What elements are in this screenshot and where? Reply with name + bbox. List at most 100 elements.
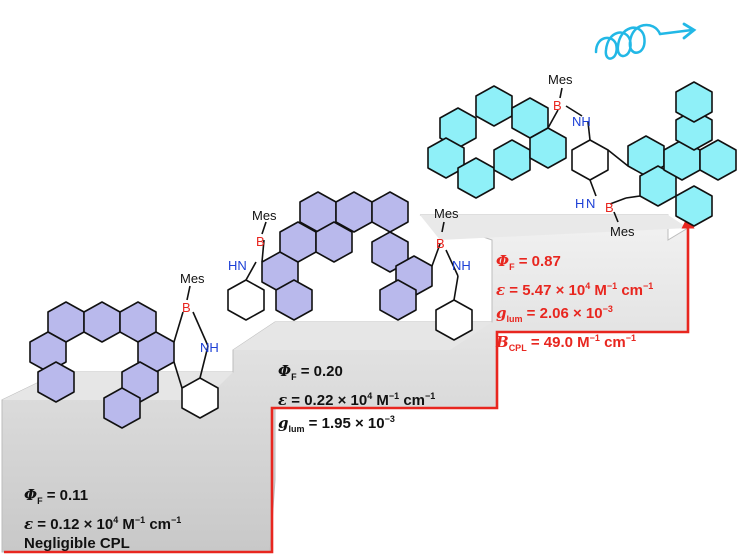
epsilon-line: ε = 5.47 × 104 M−1 cm−1 bbox=[496, 277, 653, 300]
g-subscript: lum bbox=[506, 314, 523, 324]
ring bbox=[457, 157, 495, 199]
phi-value: = 0.20 bbox=[296, 363, 343, 380]
phi-subscript: F bbox=[37, 496, 43, 506]
epsilon-unit2-exponent: −1 bbox=[171, 515, 182, 525]
molecule-dimer bbox=[227, 191, 473, 341]
epsilon-value: = 0.12 × 10 bbox=[33, 516, 114, 533]
ring bbox=[439, 107, 477, 149]
ring bbox=[103, 387, 141, 429]
monomer-properties: ΦF = 0.11 ε = 0.12 × 104 M−1 cm−1 Neglig… bbox=[24, 486, 181, 553]
phi-value: = 0.87 bbox=[514, 253, 561, 270]
ring-shape bbox=[493, 139, 531, 181]
ring-benzene bbox=[571, 139, 609, 181]
ring bbox=[83, 301, 121, 343]
g-value: = 1.95 × 10 bbox=[304, 415, 385, 432]
epsilon-exponent: 4 bbox=[113, 515, 119, 525]
quantum-yield-line: ΦF = 0.11 bbox=[24, 486, 181, 511]
ring-shape bbox=[103, 387, 141, 429]
b-subscript: CPL bbox=[508, 343, 527, 353]
bond bbox=[261, 239, 265, 263]
ring-shape bbox=[457, 157, 495, 199]
bond bbox=[445, 249, 459, 277]
g-exponent: −3 bbox=[384, 414, 395, 424]
ring bbox=[371, 191, 409, 233]
ring-shape bbox=[699, 139, 737, 181]
ring-shape bbox=[675, 81, 713, 123]
boron-label-left: B bbox=[256, 234, 265, 249]
ring-shape bbox=[37, 361, 75, 403]
ring-shape bbox=[315, 221, 353, 263]
h-label-bottom: H bbox=[575, 196, 584, 211]
epsilon-line: ε = 0.22 × 104 M−1 cm−1 bbox=[278, 387, 435, 410]
epsilon-unit-exponent: −1 bbox=[388, 391, 400, 401]
bond bbox=[607, 149, 629, 167]
boron-label-right: B bbox=[436, 236, 445, 251]
quantum-yield-line: ΦF = 0.20 bbox=[278, 362, 435, 387]
bond bbox=[589, 179, 597, 197]
cpl-spring-icon bbox=[594, 22, 697, 60]
bond-mes bbox=[559, 87, 563, 99]
trimer-properties: ΦF = 0.87 ε = 5.47 × 104 M−1 cm−1 glum =… bbox=[496, 252, 653, 358]
mes-label-bottom: Mes bbox=[610, 224, 635, 239]
dimer-properties: ΦF = 0.20 ε = 0.22 × 104 M−1 cm−1 glum =… bbox=[278, 362, 435, 439]
epsilon-exponent: 4 bbox=[367, 391, 373, 401]
ring bbox=[379, 279, 417, 321]
epsilon-unit-exponent: −1 bbox=[606, 281, 618, 291]
bond bbox=[565, 105, 583, 117]
boron-label-top: B bbox=[553, 98, 562, 113]
bond bbox=[453, 275, 459, 301]
phi-subscript: F bbox=[509, 262, 515, 272]
bcpl-line: BCPL = 49.0 M−1 cm−1 bbox=[496, 329, 653, 358]
epsilon-symbol: ε bbox=[496, 281, 506, 299]
phi-subscript: F bbox=[291, 372, 297, 382]
ring-shape bbox=[675, 185, 713, 227]
epsilon-value: = 5.47 × 10 bbox=[505, 282, 586, 299]
epsilon-symbol: ε bbox=[278, 391, 288, 409]
epsilon-symbol: ε bbox=[24, 515, 34, 533]
ring-shape bbox=[227, 279, 265, 321]
boron-label-bottom: B bbox=[605, 200, 614, 215]
epsilon-unit2: cm bbox=[617, 282, 644, 299]
g-value: = 2.06 × 10 bbox=[522, 305, 603, 322]
ring bbox=[675, 81, 713, 123]
phi-symbol: Φ bbox=[24, 486, 38, 504]
nh-label-right: NH bbox=[452, 258, 471, 273]
g-symbol: g bbox=[496, 304, 507, 322]
epsilon-unit2-exponent: −1 bbox=[643, 281, 654, 291]
bond bbox=[609, 197, 627, 205]
ring bbox=[315, 221, 353, 263]
boron-label: B bbox=[182, 300, 191, 315]
ring-shape bbox=[439, 107, 477, 149]
bond bbox=[173, 361, 183, 389]
bond bbox=[245, 261, 257, 281]
epsilon-value: = 0.22 × 10 bbox=[287, 392, 368, 409]
ring bbox=[37, 361, 75, 403]
mes-label: Mes bbox=[180, 271, 205, 286]
g-subscript: lum bbox=[288, 424, 305, 434]
ring bbox=[493, 139, 531, 181]
bond-mes bbox=[186, 285, 191, 301]
epsilon-unit: M bbox=[372, 392, 389, 409]
epsilon-unit2: cm bbox=[145, 516, 172, 533]
b-value: = 49.0 M bbox=[526, 334, 590, 351]
nh-label: NH bbox=[200, 340, 219, 355]
epsilon-unit-exponent: −1 bbox=[134, 515, 146, 525]
epsilon-unit2: cm bbox=[399, 392, 426, 409]
bond-mes bbox=[613, 211, 619, 223]
ring bbox=[275, 279, 313, 321]
g-exponent: −3 bbox=[602, 304, 613, 314]
mes-label-top: Mes bbox=[548, 72, 573, 87]
mes-label-right: Mes bbox=[434, 206, 459, 221]
bond-mes bbox=[441, 221, 445, 233]
phi-symbol: Φ bbox=[496, 252, 510, 270]
bond-mes bbox=[261, 221, 267, 235]
n-label-bottom: N bbox=[586, 196, 595, 211]
ring-shape bbox=[571, 139, 609, 181]
ring bbox=[675, 185, 713, 227]
ring-shape bbox=[475, 85, 513, 127]
ring bbox=[475, 85, 513, 127]
bond bbox=[173, 311, 184, 343]
b-symbol: B bbox=[496, 333, 509, 351]
bond bbox=[431, 243, 441, 267]
